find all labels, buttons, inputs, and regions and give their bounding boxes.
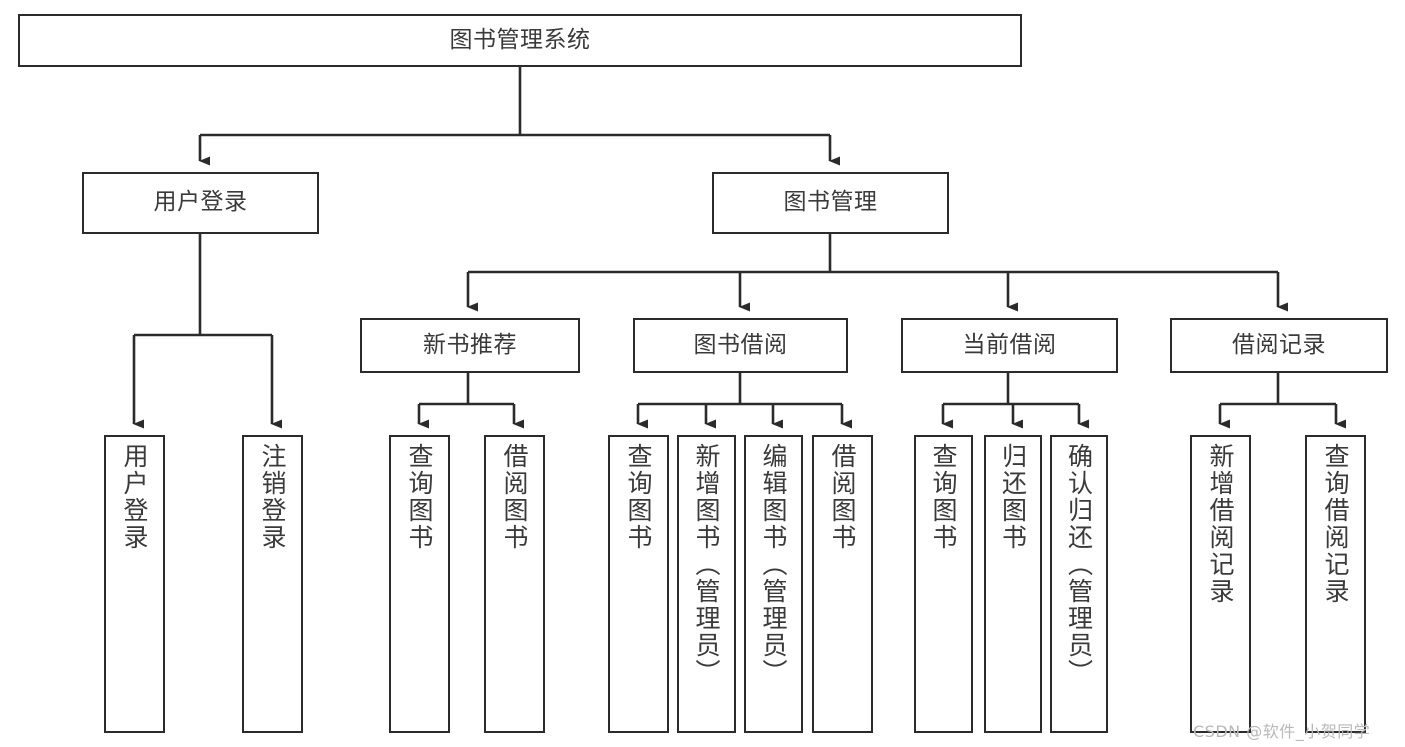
leaf-add-borrow-record-label: 新增借阅记录 xyxy=(1206,443,1235,605)
edges-userlogin-to-leaves xyxy=(132,234,282,429)
leaf-confirm-return-admin[interactable]: 确认归还（管理员） xyxy=(1050,435,1108,733)
leaf-query-book-borrow-label: 查询图书 xyxy=(624,443,653,551)
edges-root-to-level2 xyxy=(198,67,840,166)
leaf-borrow-book[interactable]: 借阅图书 xyxy=(812,435,873,733)
leaf-edit-book-admin[interactable]: 编辑图书（管理员） xyxy=(744,435,803,733)
leaf-query-book-recommend[interactable]: 查询图书 xyxy=(389,435,450,733)
leaf-borrow-book-recommend-label: 借阅图书 xyxy=(500,443,529,551)
edges-borrowrecord-to-leaves xyxy=(1218,373,1346,429)
node-current-borrow-label: 当前借阅 xyxy=(962,331,1057,358)
leaf-query-book-current-label: 查询图书 xyxy=(929,443,958,551)
node-user-login-label: 用户登录 xyxy=(153,189,248,216)
leaf-edit-book-admin-label: 编辑图书（管理员） xyxy=(759,443,788,686)
leaf-query-borrow-record-label: 查询借阅记录 xyxy=(1321,443,1350,605)
node-borrow-record[interactable]: 借阅记录 xyxy=(1170,318,1388,373)
edges-currentborrow-to-leaves xyxy=(941,373,1089,429)
leaf-user-login-label: 用户登录 xyxy=(120,443,149,551)
edges-bookmanage-to-level3 xyxy=(466,234,1288,312)
leaf-user-login[interactable]: 用户登录 xyxy=(104,435,165,733)
edges-bookborrow-to-leaves xyxy=(636,373,852,429)
node-new-book-recommend[interactable]: 新书推荐 xyxy=(360,318,580,373)
leaf-query-book-borrow[interactable]: 查询图书 xyxy=(608,435,669,733)
leaf-add-book-admin-label: 新增图书（管理员） xyxy=(692,443,721,686)
node-book-borrow[interactable]: 图书借阅 xyxy=(633,318,848,373)
node-book-borrow-label: 图书借阅 xyxy=(693,331,788,358)
leaf-return-book[interactable]: 归还图书 xyxy=(984,435,1042,733)
node-book-manage[interactable]: 图书管理 xyxy=(712,172,949,234)
leaf-borrow-book-recommend[interactable]: 借阅图书 xyxy=(484,435,545,733)
leaf-return-book-label: 归还图书 xyxy=(998,443,1028,551)
node-root[interactable]: 图书管理系统 xyxy=(18,14,1022,67)
leaf-logout-login-label: 注销登录 xyxy=(258,443,287,551)
node-current-borrow[interactable]: 当前借阅 xyxy=(901,318,1118,373)
leaf-query-borrow-record[interactable]: 查询借阅记录 xyxy=(1305,435,1366,733)
leaf-confirm-return-admin-label: 确认归还（管理员） xyxy=(1064,443,1094,686)
node-new-book-recommend-label: 新书推荐 xyxy=(423,331,517,358)
leaf-add-borrow-record[interactable]: 新增借阅记录 xyxy=(1190,435,1251,733)
leaf-logout-login[interactable]: 注销登录 xyxy=(242,435,303,733)
leaf-borrow-book-label: 借阅图书 xyxy=(828,443,857,551)
leaf-add-book-admin[interactable]: 新增图书（管理员） xyxy=(677,435,736,733)
leaf-query-book-recommend-label: 查询图书 xyxy=(405,443,434,551)
csdn-watermark: CSDN @软件_小贺同学 xyxy=(1193,722,1371,741)
leaf-query-book-current[interactable]: 查询图书 xyxy=(914,435,973,733)
edges-newbook-to-leaves xyxy=(417,373,524,429)
node-user-login[interactable]: 用户登录 xyxy=(82,172,319,234)
node-root-label: 图书管理系统 xyxy=(449,26,591,53)
node-book-manage-label: 图书管理 xyxy=(783,189,878,216)
node-borrow-record-label: 借阅记录 xyxy=(1232,331,1326,358)
